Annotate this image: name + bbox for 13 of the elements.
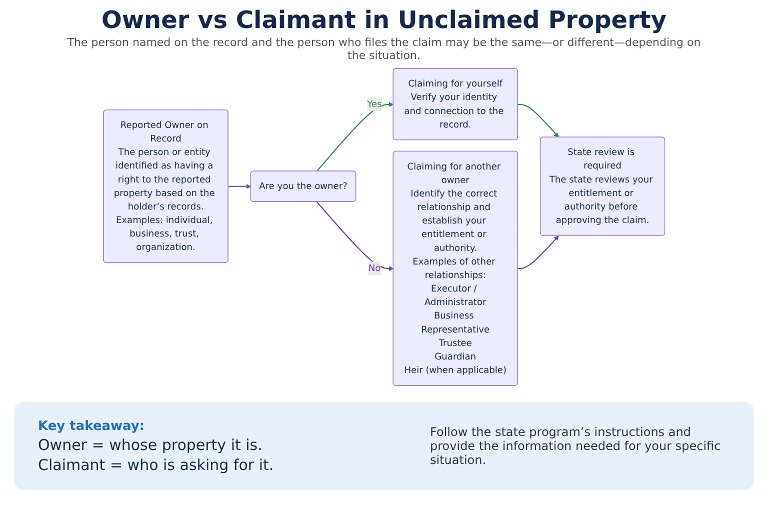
subtitle: The person named on the record and the person who files the claim may be the same—or different—depending on the situation. [66, 36, 702, 62]
note-text: Follow the state program’s instructions and provide the information needed for your specific situation. [430, 425, 722, 467]
takeaway-text: Claimant = who is asking for it. [38, 456, 275, 474]
takeaway-heading: Key takeaway: [38, 418, 146, 434]
arrow [316, 201, 394, 272]
takeaway-text: Owner = whose property it is. [38, 436, 264, 454]
title: Owner vs Claimant in Unclaimed Property [100, 6, 668, 34]
edge-label: Yes [367, 98, 382, 110]
arrow [518, 236, 559, 270]
edge-label: No [368, 262, 380, 274]
arrow [316, 102, 394, 172]
arrow [228, 184, 252, 189]
arrow [518, 104, 559, 138]
